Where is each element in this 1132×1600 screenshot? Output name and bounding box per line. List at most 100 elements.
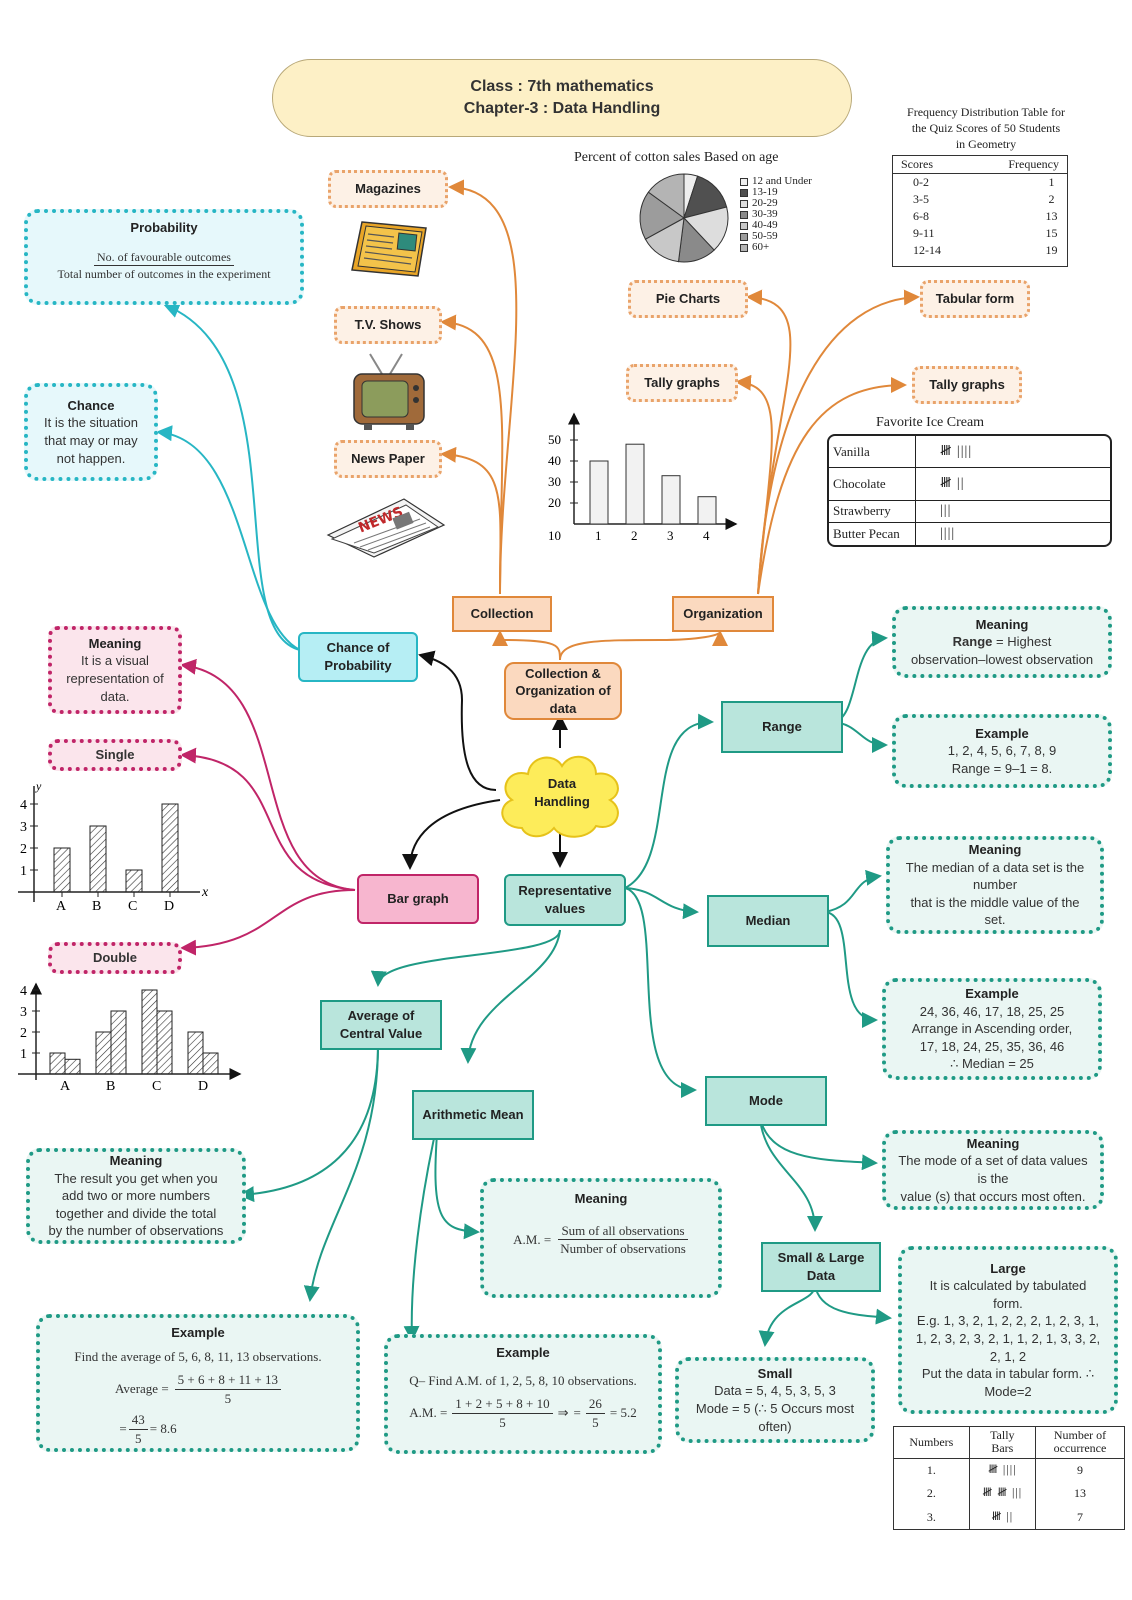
mode-label: Mode <box>749 1093 783 1109</box>
organization-node[interactable]: Organization <box>672 596 774 632</box>
ice-cream-flavor: Butter Pecan <box>829 522 916 545</box>
median-node[interactable]: Median <box>707 895 829 947</box>
bar2-x-label: x <box>201 885 209 900</box>
median-example-box[interactable]: Example 24, 36, 46, 17, 18, 25, 25 Arran… <box>882 978 1102 1080</box>
freq-frequency: 13 <box>1045 209 1058 223</box>
tally-graphs-left-box[interactable]: Tally graphs <box>626 364 738 402</box>
average-label: Average of Central Value <box>339 1008 423 1041</box>
mode-table-cell: 2. <box>894 1482 970 1506</box>
bar3-bar <box>95 1031 112 1075</box>
newspaper-icon: NEWS <box>326 498 446 558</box>
pie-legend-label: 30-39 <box>752 208 778 220</box>
freq-frequency: 15 <box>1045 226 1058 240</box>
average-example-question: Find the average of 5, 6, 8, 11, 13 obse… <box>74 1348 322 1364</box>
am-ex-5: 5 <box>592 1414 599 1430</box>
mode-meaning-box[interactable]: Meaning The mode of a set of data values… <box>882 1130 1104 1210</box>
small-data-box[interactable]: Small Data = 5, 4, 5, 3, 5, 3 Mode = 5 (… <box>675 1357 875 1443</box>
median-meaning-box[interactable]: Meaning The median of a data set is the … <box>886 836 1104 934</box>
chance-text: It is the situation that may or may not … <box>44 415 138 466</box>
am-ex-numerator: 1 + 2 + 5 + 8 + 10 <box>452 1395 553 1414</box>
data-handling-node[interactable]: Data Handling <box>512 770 612 816</box>
pie-slice <box>647 173 685 219</box>
pie-legend-label: 60+ <box>752 241 770 253</box>
collection-node[interactable]: Collection <box>452 596 552 632</box>
bar3-y-tick: 1 <box>20 1047 27 1062</box>
average-meaning-title: Meaning <box>109 1153 163 1169</box>
tabular-form-label: Tabular form <box>935 291 1015 307</box>
pie-legend-item: 60+ <box>740 242 812 253</box>
pie-legend-swatch <box>740 199 748 208</box>
median-example-title: Example <box>965 986 1019 1002</box>
pie-legend-label: 40-49 <box>752 219 778 231</box>
mode-table-row: 1.𝍸 ||||9 <box>894 1458 1124 1483</box>
chance-box[interactable]: Chance It is the situation that may or m… <box>24 383 158 481</box>
range-meaning-body: Range = Highest observation–lowest obser… <box>911 633 1093 668</box>
pie-legend-label: 12 and Under <box>752 175 812 187</box>
bar2-x-tick: D <box>164 899 174 914</box>
pie-legend-swatch <box>740 232 748 241</box>
ice-cream-row: Butter Pecan|||| <box>829 522 1110 545</box>
mode-table-head-cell: Number of occurrence <box>1053 1428 1107 1456</box>
news-paper-box[interactable]: News Paper <box>334 440 442 478</box>
average-node[interactable]: Average of Central Value <box>320 1000 442 1050</box>
small-title: Small <box>757 1365 793 1381</box>
range-node[interactable]: Range <box>721 701 843 753</box>
average-example-box[interactable]: Example Find the average of 5, 6, 8, 11,… <box>36 1314 360 1452</box>
representative-values-node[interactable]: Representative values <box>504 874 626 926</box>
pie-legend-label: 50-59 <box>752 230 778 242</box>
arithmetic-mean-node[interactable]: Arithmetic Mean <box>412 1090 534 1140</box>
pie-legend-label: 13-19 <box>752 186 778 198</box>
am-example-title: Example <box>496 1345 550 1360</box>
mode-node[interactable]: Mode <box>705 1076 827 1126</box>
am-example-question: Q– Find A.M. of 1, 2, 5, 8, 10 observati… <box>409 1372 637 1388</box>
single-box[interactable]: Single <box>48 739 182 771</box>
freq-frequency: 1 <box>1048 175 1055 189</box>
small-large-node[interactable]: Small & Large Data <box>761 1242 881 1292</box>
bar3-bar <box>110 1010 127 1075</box>
large-data-box[interactable]: Large It is calculated by tabulated form… <box>898 1246 1118 1414</box>
ice-cream-tally: 𝍸 |||| <box>940 443 973 459</box>
arithmetic-mean-label: Arithmetic Mean <box>422 1107 524 1123</box>
range-meaning-title: Meaning <box>975 616 1029 632</box>
range-example-box[interactable]: Example 1, 2, 4, 5, 6, 7, 8, 9 Range = 9… <box>892 714 1112 788</box>
average-numerator: 5 + 6 + 8 + 11 + 13 <box>174 1371 281 1390</box>
bar-graph-label: Bar graph <box>387 891 449 907</box>
chance-probability-node[interactable]: Chance of Probability <box>298 632 418 682</box>
data-handling-label: Data Handling <box>534 776 590 809</box>
bar3-bar <box>64 1058 81 1075</box>
mode-table-head-cell: Tally Bars <box>969 1427 1036 1459</box>
collection-organization-node[interactable]: Collection & Organization of data <box>504 662 622 720</box>
bar1-x-tick: 2 <box>631 528 638 543</box>
bar-graph-meaning-box[interactable]: Meaning It is a visual representation of… <box>48 626 182 714</box>
am-example-box[interactable]: Example Q– Find A.M. of 1, 2, 5, 8, 10 o… <box>384 1334 662 1454</box>
median-meaning-text: The median of a data set is the number t… <box>905 859 1085 928</box>
average-example-title: Example <box>171 1325 225 1340</box>
bar-graph-node[interactable]: Bar graph <box>357 874 479 924</box>
pie-legend-item: 50-59 <box>740 231 812 242</box>
bar1-x-tick: 4 <box>703 528 710 543</box>
tally-graphs-right-box[interactable]: Tally graphs <box>912 366 1022 404</box>
probability-title: Probability <box>130 220 198 235</box>
double-box[interactable]: Double <box>48 942 182 974</box>
pie-charts-box[interactable]: Pie Charts <box>628 280 748 318</box>
bar3-bar <box>141 989 158 1075</box>
am-ex-label: A.M. = <box>409 1405 448 1421</box>
magazine-icon <box>351 221 427 277</box>
probability-box[interactable]: Probability No. of favourable outcomes T… <box>24 209 304 305</box>
bar1-y-tick: 40 <box>548 453 561 468</box>
range-meaning-box[interactable]: Meaning Range = Highest observation–lowe… <box>892 606 1112 678</box>
magazines-box[interactable]: Magazines <box>328 170 448 208</box>
bar1-bar <box>661 475 681 525</box>
tabular-form-box[interactable]: Tabular form <box>920 280 1030 318</box>
mode-table-cell: 𝍸 || <box>969 1505 1036 1529</box>
average-meaning-box[interactable]: Meaning The result you get when you add … <box>26 1148 246 1244</box>
header-class: Class : 7th mathematics <box>470 78 654 96</box>
tv-shows-box[interactable]: T.V. Shows <box>334 306 442 344</box>
bar1-y-tick: 20 <box>548 495 561 510</box>
